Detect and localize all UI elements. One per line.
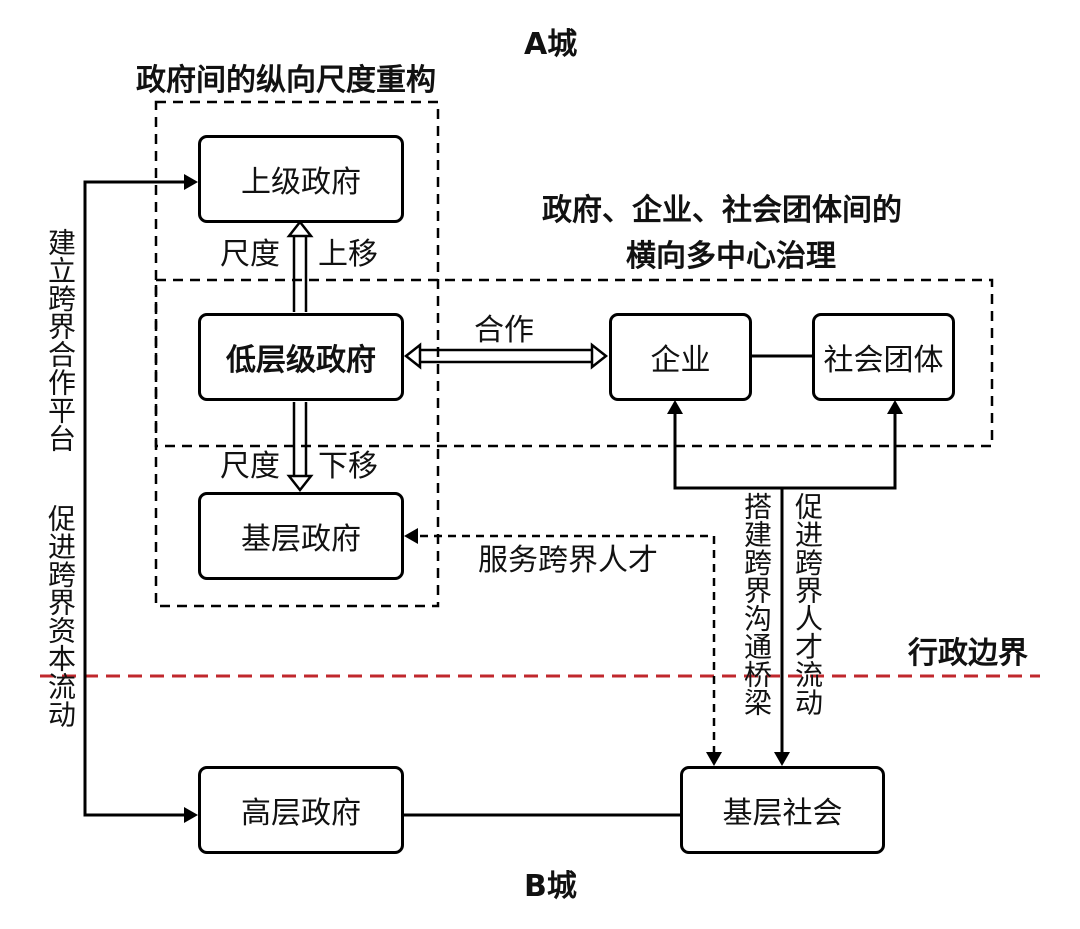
enterprise-box: 企业 [609, 313, 752, 401]
grassroots-government-box: 基层政府 [198, 492, 404, 580]
lower-level-government-box: 低层级政府 [198, 313, 404, 401]
arrow-to-social-groups [887, 400, 903, 414]
arrow-to-high-gov [184, 807, 198, 823]
administrative-boundary-label: 行政边界 [908, 636, 1028, 671]
social-groups-box: 社会团体 [812, 313, 955, 401]
vertical-rescaling-region [154, 100, 440, 608]
serve-talent-label: 服务跨界人才 [478, 543, 658, 578]
city-a-label: A城 [524, 27, 578, 62]
arrow-to-upper-gov [184, 174, 198, 190]
society-up-connector [673, 412, 897, 490]
arrow-to-grassroots-gov [404, 528, 418, 544]
scale-up-label-left: 尺度 [220, 237, 280, 272]
horizontal-governance-title-line1: 政府、企业、社会团体间的 [542, 193, 902, 228]
scale-down-label-right: 下移 [318, 449, 378, 484]
scale-down-label-left: 尺度 [220, 449, 280, 484]
left-capital-label: 促进跨界资本流动 [44, 504, 77, 728]
cooperation-label: 合作 [474, 313, 534, 348]
left-platform-label: 建立跨界合作平台 [44, 228, 77, 452]
arrow-to-enterprise [667, 400, 683, 414]
arrow-to-grassroots-society [774, 752, 790, 766]
arrow-dashed-to-society [706, 752, 722, 766]
scale-down-arrow [286, 402, 314, 493]
build-bridge-label: 搭建跨界沟通桥梁 [740, 492, 773, 716]
horizontal-governance-title-line2: 横向多中心治理 [626, 239, 836, 274]
city-b-label: B城 [524, 869, 577, 904]
vertical-rescaling-title: 政府间的纵向尺度重构 [136, 63, 436, 98]
horizontal-governance-region [154, 278, 994, 448]
left-platform-connector [83, 180, 192, 817]
cooperation-arrow [403, 342, 609, 370]
promote-talent-label: 促进跨界人才流动 [791, 492, 824, 716]
grassroots-society-box: 基层社会 [680, 766, 885, 854]
scale-up-label-right: 上移 [318, 237, 378, 272]
service-talent-connector [420, 534, 716, 752]
upper-government-box: 上级政府 [198, 135, 404, 223]
high-government-box: 高层政府 [198, 766, 404, 854]
scale-up-arrow [286, 219, 314, 312]
